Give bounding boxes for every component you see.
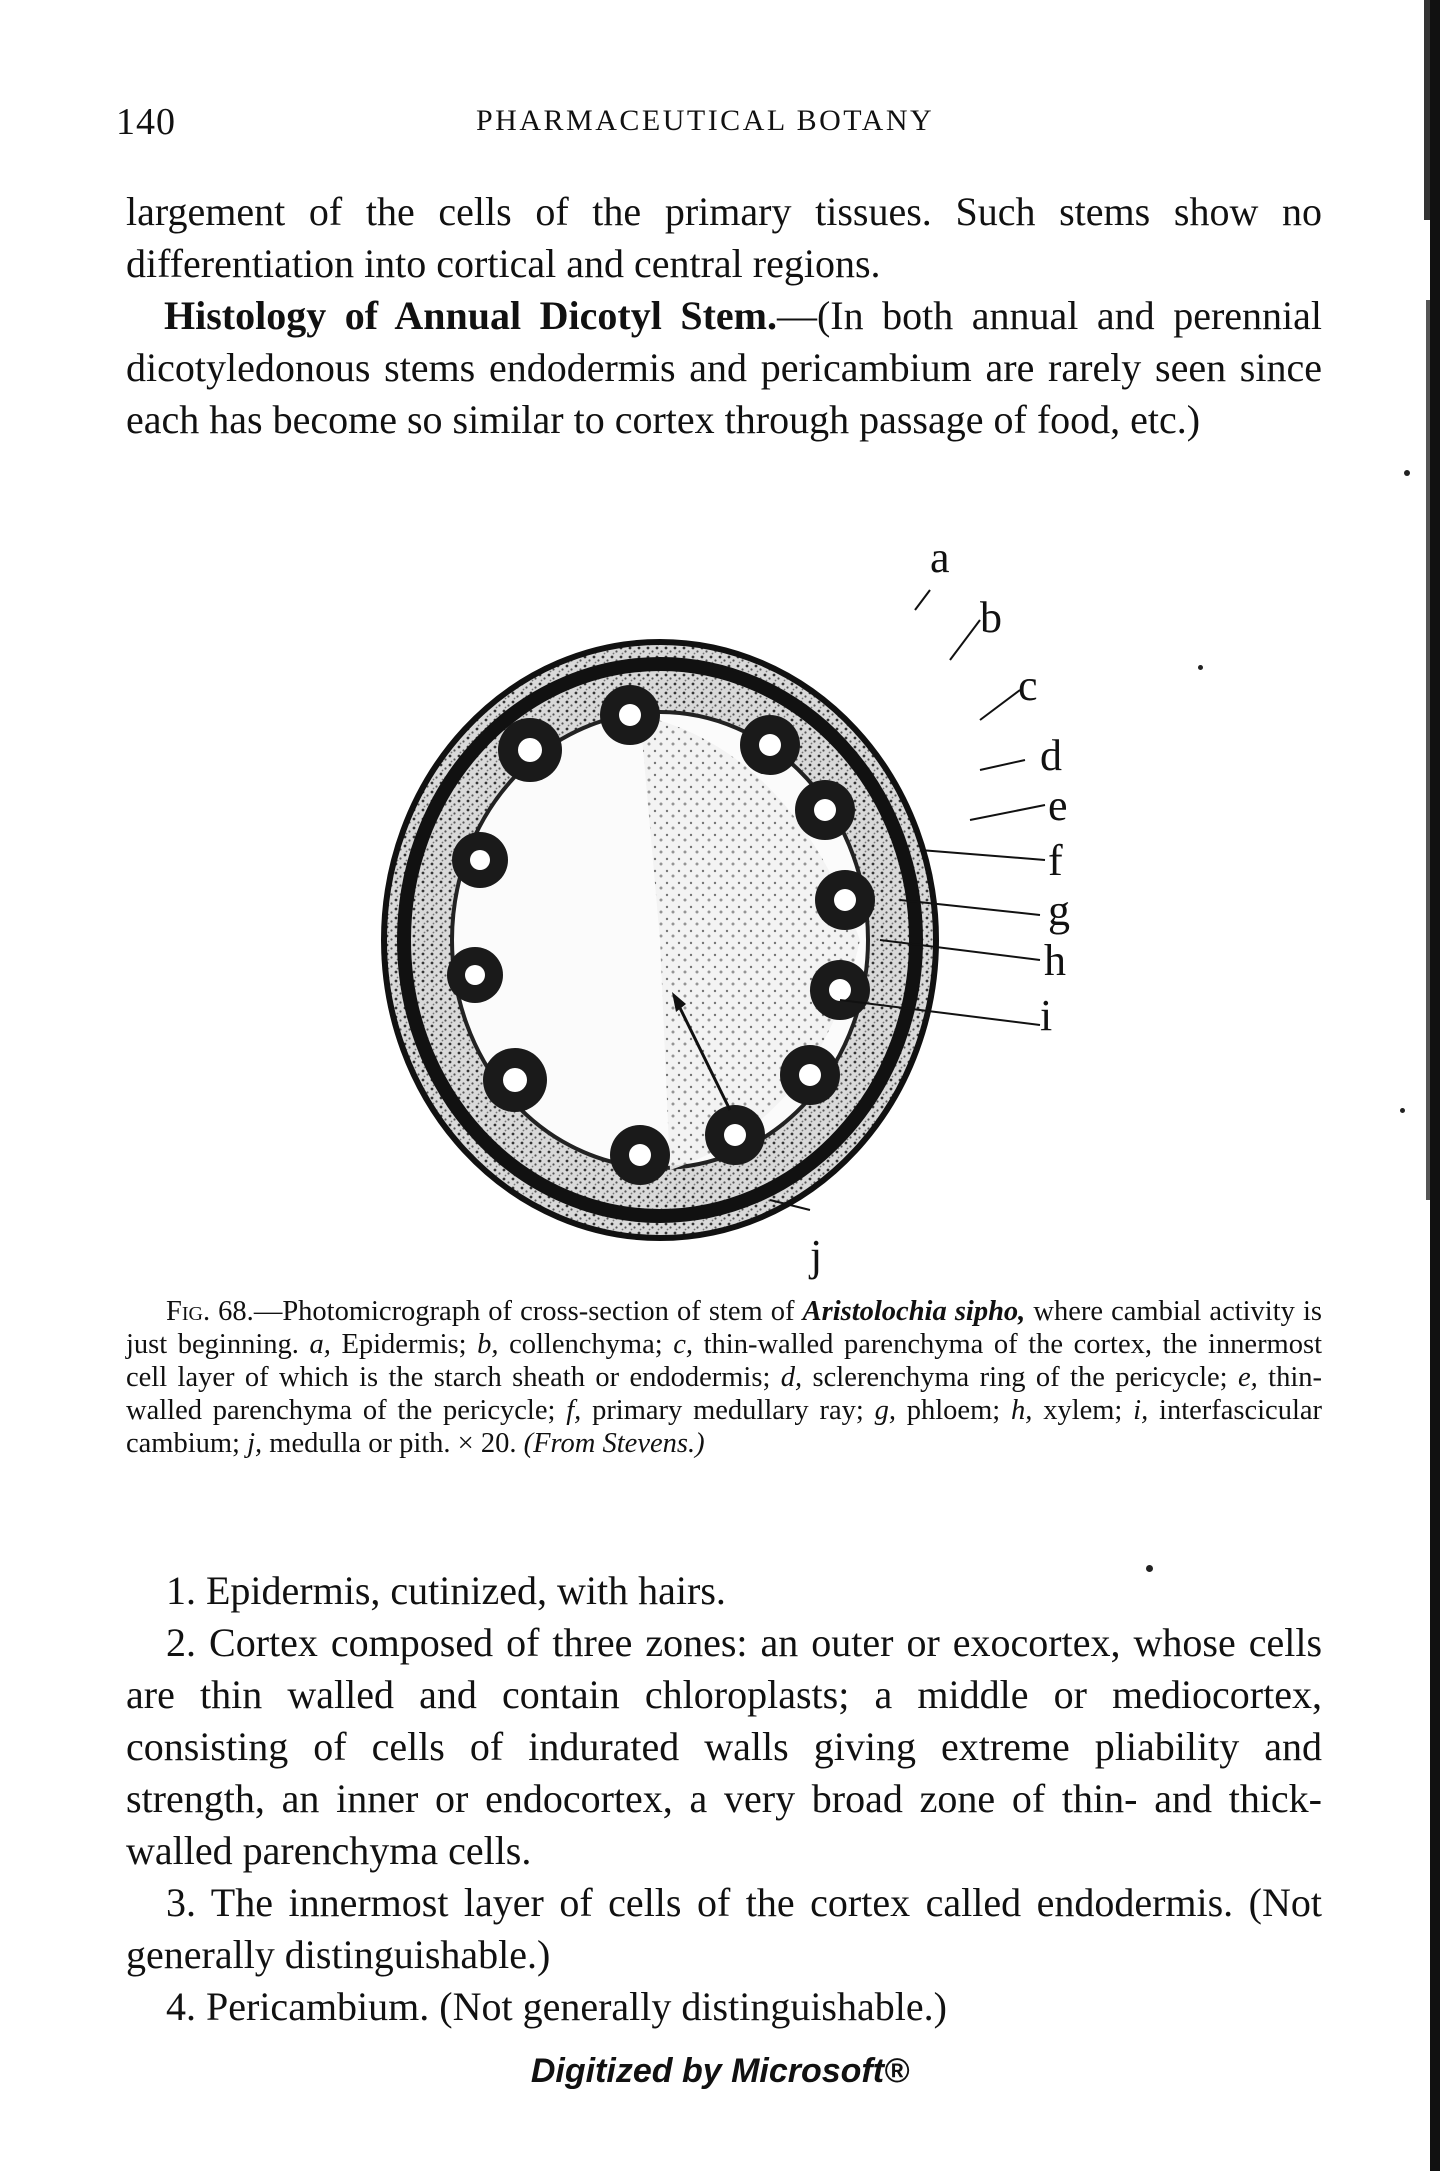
intro-paragraph: largement of the cells of the primary ti… — [126, 186, 1322, 290]
caption-part: primary medullary ray; — [581, 1395, 875, 1426]
stem-cross-section — [381, 639, 939, 1241]
caption-key: f, — [566, 1395, 582, 1426]
caption-body: where cambial activity is just beginning… — [126, 1296, 1322, 1360]
scan-speck — [1404, 470, 1410, 476]
caption-part: xylem; — [1032, 1395, 1134, 1426]
figure-caption: Fig. 68.—Photomicrograph of cross-sectio… — [126, 1295, 1322, 1460]
label-b: b — [980, 593, 1002, 642]
digitized-watermark: Digitized by Microsoft® — [530, 2052, 910, 2090]
scan-edge-shadow — [1424, 0, 1440, 2171]
label-f: f — [1048, 836, 1063, 885]
label-i: i — [1040, 991, 1052, 1040]
caption-part: interfascicular cambium; — [126, 1395, 1323, 1459]
list-item: 4. Pericambium. (Not generally distingui… — [126, 1981, 1322, 2033]
stem-photomicrograph: a b c d e f g h i j — [340, 520, 1140, 1280]
scan-speck — [1198, 665, 1203, 670]
caption-text: Fig. 68.—Photomicrograph of cross-sectio… — [126, 1295, 1322, 1460]
list-number: 4. — [166, 1984, 196, 2029]
caption-label: Fig. 68. — [166, 1296, 254, 1327]
caption-key: b, — [477, 1329, 499, 1360]
intro-text: largement of the cells of the primary ti… — [126, 186, 1322, 446]
caption-key: c, — [673, 1329, 694, 1360]
label-e: e — [1048, 781, 1068, 830]
leader-lines — [769, 589, 1046, 1211]
list-text: The innermost layer of cells of the cort… — [126, 1880, 1322, 1977]
caption-part: collenchyma; — [498, 1329, 674, 1360]
list-text: Cortex composed of three zones: an outer… — [126, 1620, 1323, 1873]
figure-labels: a b c d e f g h i j — [808, 533, 1070, 1280]
histology-paragraph: Histology of Annual Dicotyl Stem.—(In bo… — [126, 290, 1322, 446]
magnification: × 20. — [457, 1428, 517, 1459]
list-item: 2. Cortex composed of three zones: an ou… — [126, 1617, 1322, 1877]
caption-key: g, — [874, 1395, 896, 1426]
caption-key: a, — [309, 1329, 331, 1360]
list-item: 3. The innermost layer of cells of the c… — [126, 1877, 1322, 1981]
scan-speck — [1146, 1565, 1153, 1572]
label-h: h — [1044, 936, 1066, 985]
caption-key: j, — [247, 1428, 263, 1459]
running-title: PHARMACEUTICAL BOTANY — [476, 104, 935, 137]
caption-part: Epidermis; — [330, 1329, 478, 1360]
section-heading: Histology of Annual Dicotyl Stem. — [164, 293, 777, 338]
caption-source: (From Stevens.) — [523, 1428, 705, 1459]
page-number: 140 — [116, 101, 176, 143]
running-head: 140 PHARMACEUTICAL BOTANY — [116, 100, 1326, 150]
section-text: —(In both annual and perennial dicotyled… — [126, 293, 1322, 442]
scan-speck — [1400, 1108, 1405, 1113]
label-d: d — [1040, 731, 1062, 780]
caption-key: i, — [1133, 1395, 1149, 1426]
caption-part: phloem; — [895, 1395, 1011, 1426]
list-text: Epidermis, cutinized, with hairs. — [206, 1568, 726, 1613]
list-text: Pericambium. (Not generally distinguisha… — [206, 1984, 947, 2029]
caption-part: thin-walled parenchyma of the pericycle; — [126, 1362, 1323, 1426]
caption-key: e, — [1238, 1362, 1258, 1393]
caption-part: sclerenchyma ring of the pericycle; — [802, 1362, 1238, 1393]
caption-key: h, — [1011, 1395, 1033, 1426]
intro-line: largement of the cells of the primary ti… — [126, 189, 1322, 286]
list-number: 1. — [166, 1568, 196, 1613]
caption-intro: —Photomicrograph of cross-section of ste… — [253, 1296, 803, 1327]
list-number: 2. — [166, 1620, 196, 1665]
caption-part: thin-walled parenchyma of the cortex, th… — [126, 1329, 1322, 1393]
label-j: j — [808, 1231, 822, 1280]
list-number: 3. — [166, 1880, 196, 1925]
list-item: 1. Epidermis, cutinized, with hairs. — [126, 1565, 1322, 1617]
label-a: a — [930, 533, 950, 582]
label-c: c — [1018, 661, 1038, 710]
label-g: g — [1048, 886, 1070, 935]
caption-key: d, — [780, 1362, 803, 1393]
caption-part: medulla or pith. — [262, 1428, 458, 1459]
numbered-list: 1. Epidermis, cutinized, with hairs. 2. … — [126, 1565, 1322, 2033]
species-name: Aristolochia sipho, — [802, 1296, 1026, 1327]
